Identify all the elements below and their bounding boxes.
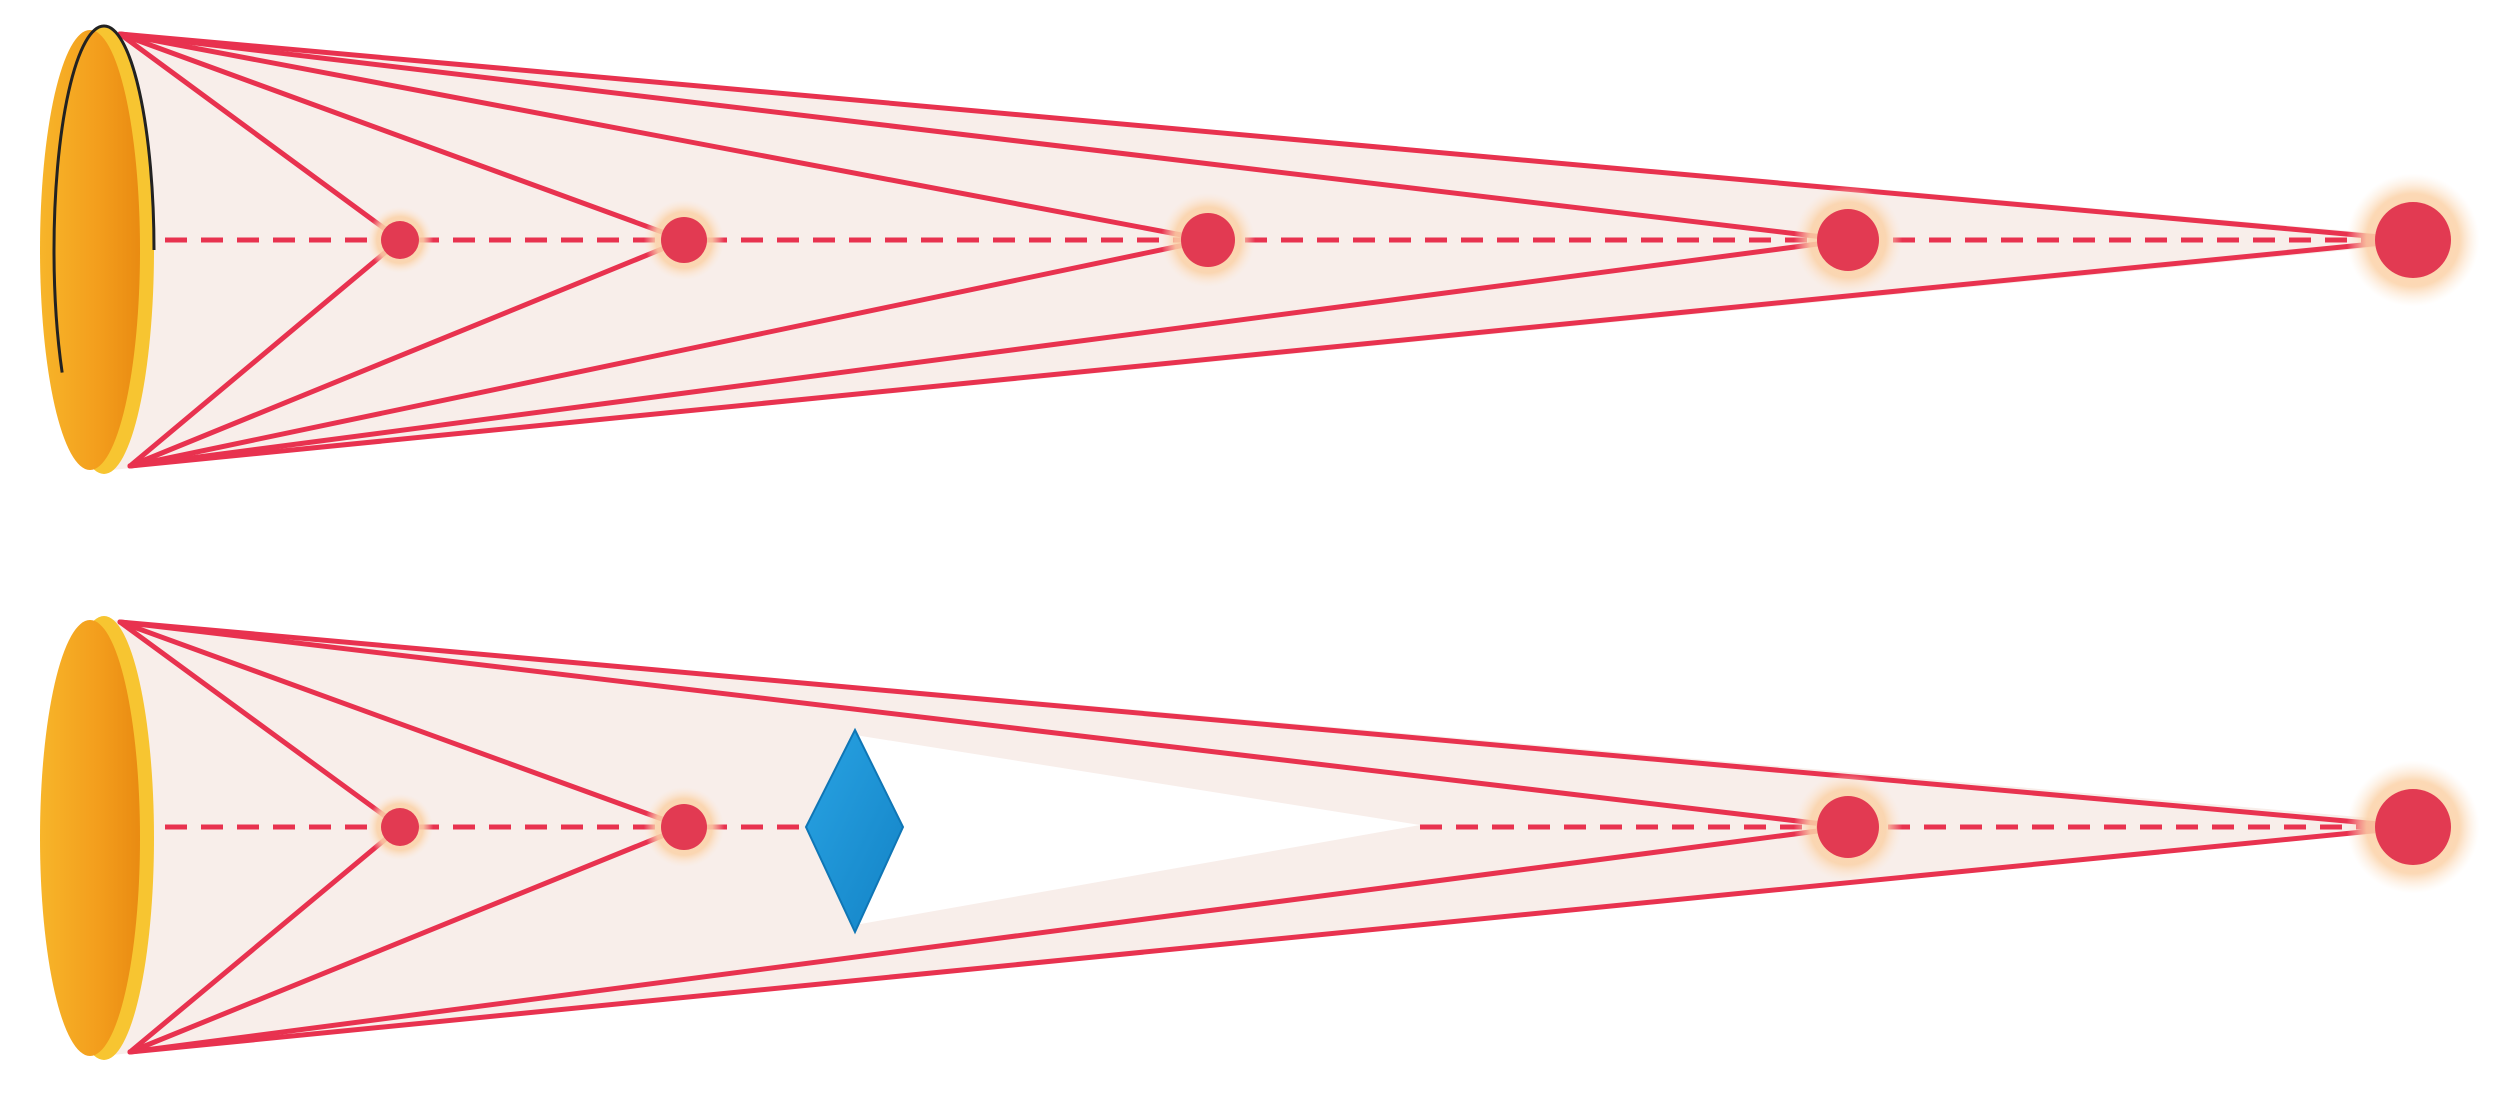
point-source-icon — [366, 206, 434, 274]
bottom-diagram — [40, 616, 2480, 1060]
point-source-icon — [1160, 192, 1256, 288]
ray-group — [117, 619, 2416, 1055]
lower-ray — [127, 824, 687, 1055]
upper-ray — [117, 31, 687, 243]
lower-ray — [127, 237, 2416, 469]
upper-ray — [117, 619, 1851, 830]
lower-ray — [127, 237, 403, 469]
upper-ray — [117, 31, 2416, 243]
shadow-region — [855, 735, 1420, 925]
lower-ray — [127, 237, 1851, 469]
lower-ray — [127, 824, 403, 1055]
ray-group — [117, 31, 2416, 469]
point-source-icon — [366, 793, 434, 861]
lower-ray — [127, 237, 687, 469]
point-source-group — [366, 760, 2480, 894]
blue-diamond-occluder-icon — [804, 727, 905, 935]
upper-ray — [117, 619, 403, 830]
upper-ray — [117, 619, 687, 830]
upper-ray — [117, 619, 2416, 830]
point-source-icon — [2346, 760, 2480, 894]
point-source-group — [366, 173, 2480, 307]
upper-ray — [117, 31, 1211, 243]
point-source-icon — [1793, 185, 1903, 295]
parabolic-mirror-icon — [40, 616, 154, 1060]
point-source-icon — [2346, 173, 2480, 307]
parabolic-mirror-icon — [40, 24, 156, 476]
upper-ray — [117, 31, 1851, 243]
point-source-icon — [1793, 772, 1903, 882]
top-diagram — [40, 24, 2480, 476]
lower-ray — [127, 824, 1851, 1055]
lower-ray — [127, 237, 1211, 469]
point-source-icon — [643, 786, 725, 868]
point-source-icon — [643, 199, 725, 281]
upper-ray — [117, 31, 403, 243]
lower-ray — [127, 824, 2416, 1055]
